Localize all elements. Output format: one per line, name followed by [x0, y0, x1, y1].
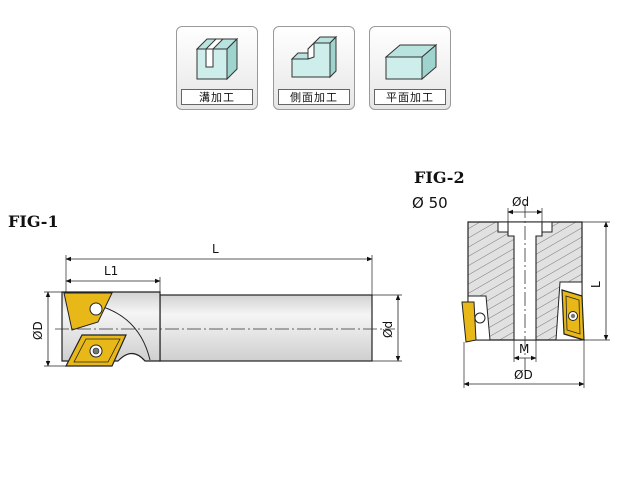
fig1-L1-label: L1: [104, 264, 118, 278]
face-machining-label: 平面加工: [374, 89, 446, 105]
fig1-title: FIG-1: [8, 212, 59, 231]
fig2-left-insert: [461, 301, 477, 343]
fig1-top-insert: [63, 292, 113, 331]
fig2-screw-hole: [474, 312, 486, 324]
fig2-M-label: M: [519, 342, 529, 356]
fig2-L-label: L: [589, 281, 603, 288]
fig2-d-label: Ød: [512, 195, 529, 209]
face-machining-icon: [384, 43, 438, 81]
fig2-D-label: ØD: [514, 368, 533, 382]
side-machining-label: 側面加工: [278, 89, 350, 105]
fig1-shank: [159, 294, 373, 362]
slot-machining-icon: [195, 37, 239, 81]
face-machining-tile: 平面加工: [369, 26, 451, 110]
fig2-subtitle: Ø 50: [412, 194, 448, 212]
slot-machining-tile: 溝加工: [176, 26, 258, 110]
side-machining-tile: 側面加工: [273, 26, 355, 110]
slot-machining-label: 溝加工: [181, 89, 253, 105]
fig2-face-mill: Ød L M ØD: [461, 195, 610, 388]
fig2-title: FIG-2: [414, 168, 465, 187]
side-machining-icon: [290, 35, 338, 79]
fig1-screw-hole: [89, 302, 103, 316]
fig1-end-mill: L L1 ØD Ød: [31, 242, 402, 367]
fig1-flute-curve: [99, 305, 151, 361]
fig1-D-label: ØD: [31, 321, 45, 340]
fig1-d-label: Ød: [381, 321, 395, 338]
fig1-L-label: L: [212, 242, 219, 256]
